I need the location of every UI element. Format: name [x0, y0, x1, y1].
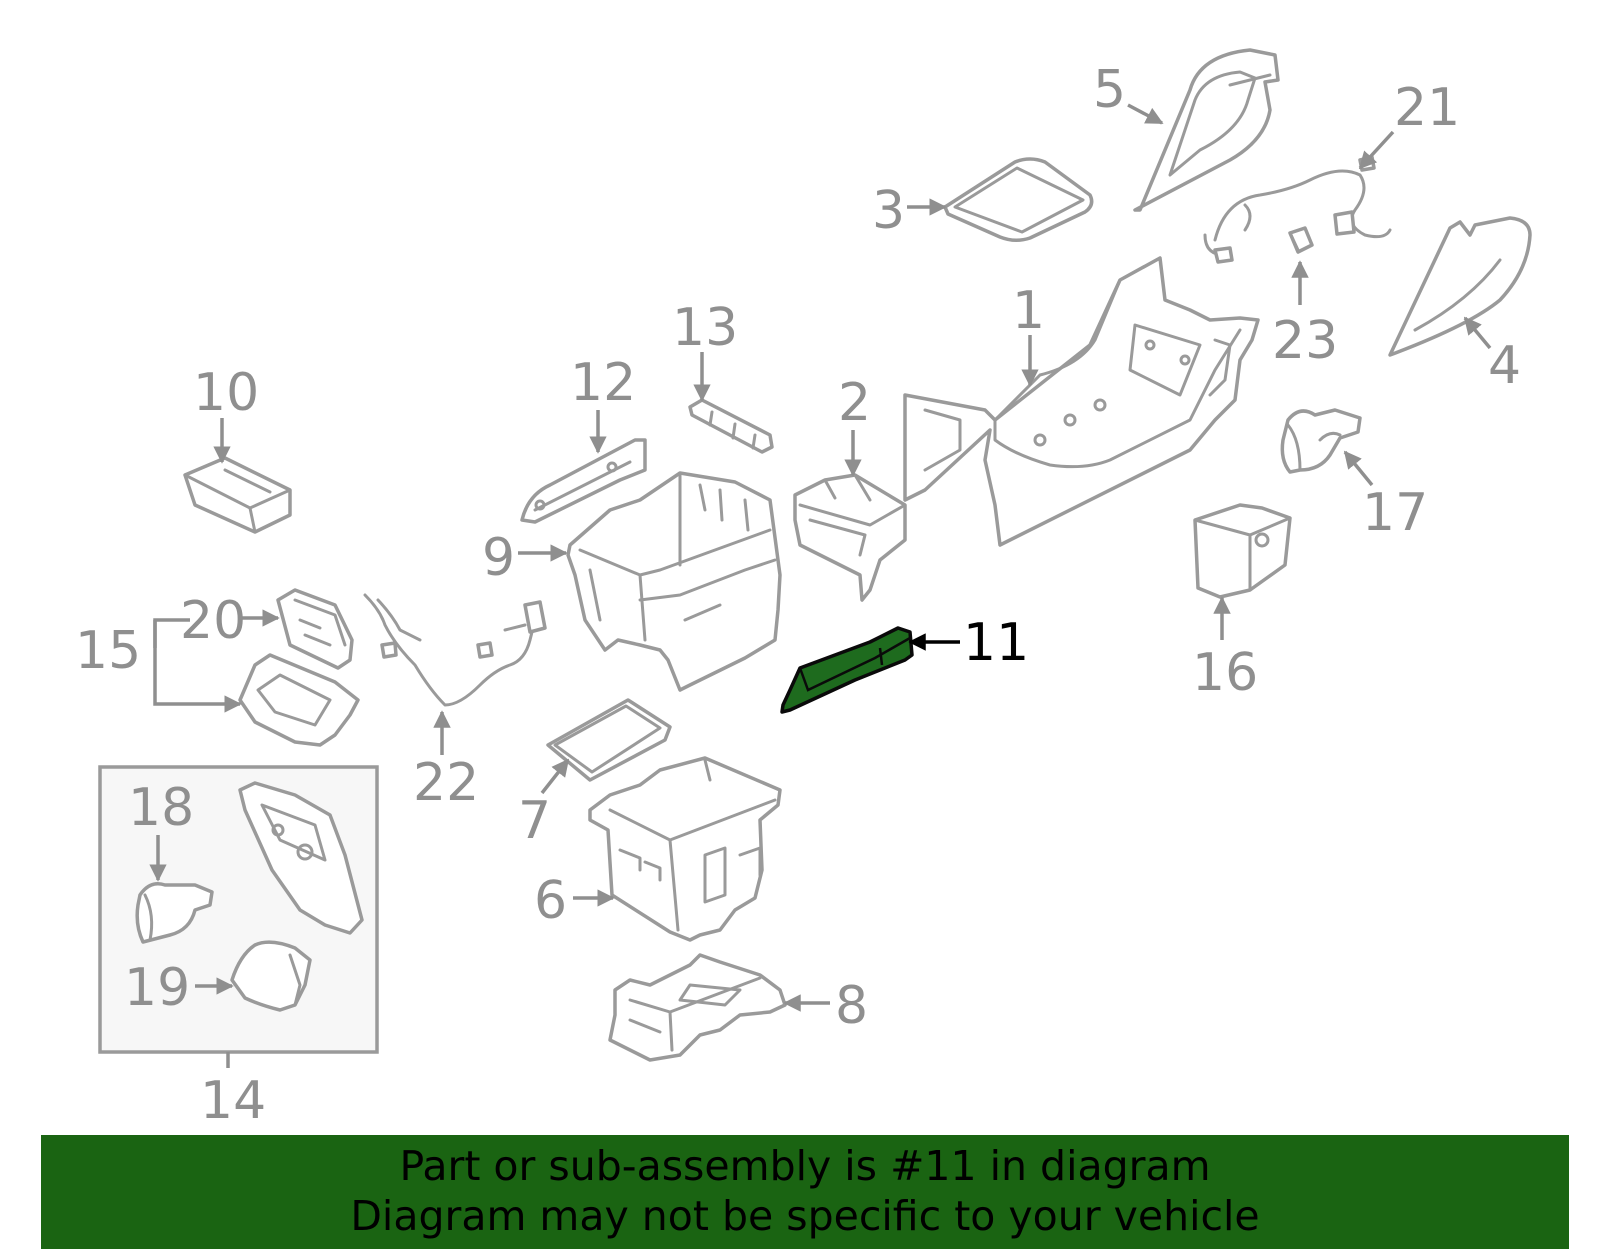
callout-22: 22 — [413, 753, 479, 813]
part-20-switch — [276, 588, 354, 670]
part-13-bar — [688, 398, 774, 454]
callout-21: 21 — [1394, 78, 1460, 138]
part-4-side-panel — [1388, 216, 1532, 357]
part-15-bezel — [238, 653, 360, 747]
callout-11: 11 — [963, 613, 1029, 673]
callout-12: 12 — [570, 353, 636, 413]
part-3-pad — [943, 157, 1094, 242]
part-9-console-frame — [566, 471, 782, 692]
callout-14: 14 — [200, 1071, 266, 1131]
part-6-lower-bin — [588, 756, 782, 942]
part-21-wire-harness — [1203, 155, 1392, 264]
part-17-knob — [1280, 408, 1362, 474]
part-16-bracket — [1193, 503, 1292, 599]
callout-19: 19 — [124, 958, 190, 1018]
callout-23: 23 — [1272, 311, 1338, 371]
callout-17: 17 — [1362, 483, 1428, 543]
part-22-wire — [363, 593, 547, 707]
callout-18: 18 — [128, 778, 194, 838]
part-2-bracket-assembly — [793, 473, 907, 602]
group-14-box — [98, 765, 379, 1054]
info-banner: Part or sub-assembly is #11 in diagram D… — [41, 1135, 1569, 1249]
callout-labels: 1 2 3 4 5 6 7 8 9 10 11 12 13 14 15 16 1… — [75, 60, 1521, 1131]
banner-line-1: Part or sub-assembly is #11 in diagram — [399, 1142, 1211, 1190]
part-10-tray — [183, 456, 292, 534]
callout-20: 20 — [180, 591, 246, 651]
callout-13: 13 — [672, 298, 738, 358]
leader-lines — [149, 103, 1492, 1068]
callout-8: 8 — [835, 976, 868, 1036]
callout-7: 7 — [518, 791, 551, 851]
callout-10: 10 — [193, 363, 259, 423]
part-12-trim-strip — [520, 438, 647, 524]
callout-3: 3 — [872, 181, 905, 241]
callout-4: 4 — [1488, 336, 1521, 396]
part-11-highlighted — [780, 626, 914, 714]
callout-6: 6 — [534, 871, 567, 931]
callout-16: 16 — [1192, 643, 1258, 703]
callout-9: 9 — [482, 528, 515, 588]
part-8-base-tray — [608, 953, 787, 1062]
callout-15: 15 — [75, 621, 141, 681]
callout-5: 5 — [1093, 60, 1126, 120]
banner-line-2: Diagram may not be specific to your vehi… — [350, 1192, 1260, 1240]
part-23-clip — [1288, 226, 1314, 254]
callout-2: 2 — [838, 373, 871, 433]
part-1-console-body — [903, 256, 1260, 547]
callout-1: 1 — [1012, 281, 1045, 341]
part-7-mat — [546, 698, 672, 782]
part-5-armrest-lid — [1133, 48, 1280, 212]
